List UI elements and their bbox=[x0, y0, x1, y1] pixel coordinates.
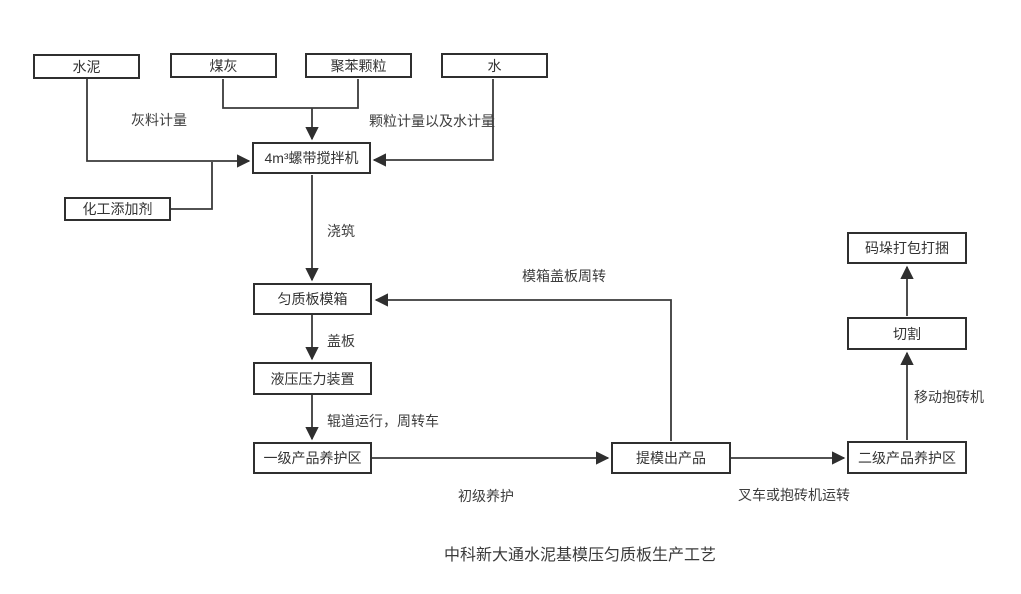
node-stack-pack-bundle: 码垛打包打捆 bbox=[847, 232, 967, 264]
label-moldbox-cover-cycle: 模箱盖板周转 bbox=[522, 268, 606, 284]
edge-cement-to-mixer bbox=[86, 79, 251, 168]
label-ash-metering: 灰料计量 bbox=[131, 112, 187, 128]
node-primary-curing: 一级产品养护区 bbox=[253, 442, 372, 474]
node-secondary-curing: 二级产品养护区 bbox=[847, 441, 967, 474]
edge-water-to-mixer bbox=[372, 79, 494, 167]
node-coal-ash: 煤灰 bbox=[170, 53, 277, 78]
label-mobile-brick-machine: 移动抱砖机 bbox=[914, 389, 984, 405]
node-chemical-additive: 化工添加剂 bbox=[64, 197, 171, 221]
label-pouring: 浇筑 bbox=[327, 223, 355, 239]
node-water: 水 bbox=[441, 53, 548, 78]
label-roller-run-transfer-car: 辊道运行，周转车 bbox=[327, 413, 439, 429]
diagram-title: 中科新大通水泥基模压匀质板生产工艺 bbox=[443, 547, 716, 564]
label-forklift-brick-transfer: 叉车或抱砖机运转 bbox=[738, 487, 850, 503]
label-particle-water-metering: 颗粒计量以及水计量 bbox=[369, 113, 495, 129]
edge-moldbox-cover-return bbox=[374, 293, 672, 441]
label-cover-plate: 盖板 bbox=[327, 333, 355, 349]
node-cement: 水泥 bbox=[33, 54, 140, 79]
node-mixer: 4m³螺带搅拌机 bbox=[252, 142, 371, 174]
label-primary-cure: 初级养护 bbox=[458, 488, 514, 504]
edge-merge-bracket bbox=[222, 79, 359, 109]
edge-additive-join bbox=[171, 162, 213, 210]
node-cutting: 切割 bbox=[847, 317, 967, 350]
node-polystyrene: 聚苯颗粒 bbox=[305, 53, 412, 78]
node-demold-product: 提模出产品 bbox=[611, 442, 731, 474]
node-hydraulic-press: 液压压力装置 bbox=[253, 362, 372, 395]
node-mold-box: 匀质板模箱 bbox=[253, 283, 372, 315]
